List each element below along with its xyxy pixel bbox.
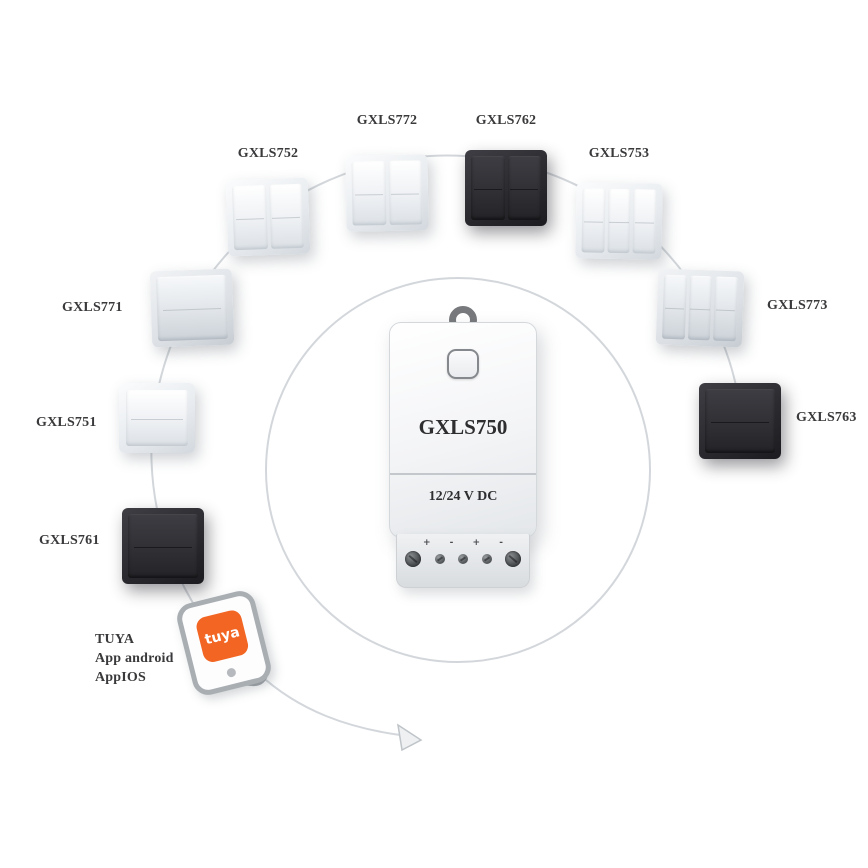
switch-gxls752 <box>225 177 311 257</box>
switch-rocker <box>607 188 631 254</box>
label-gxls761: GXLS761 <box>39 533 100 548</box>
app-label: TUYA App android AppIOS <box>95 630 174 687</box>
label-gxls763: GXLS763 <box>796 410 857 425</box>
switch-rocker <box>351 161 387 226</box>
pointer-triangle-icon <box>396 723 423 752</box>
label-gxls751: GXLS751 <box>36 415 97 430</box>
screw-icon <box>458 554 468 564</box>
phone-home-button-icon <box>225 667 237 679</box>
terminal-mark: - <box>449 538 454 548</box>
controller-circle <box>265 277 651 663</box>
switch-rocker <box>507 156 541 220</box>
controller-device: GXLS750 12/24 V DC + - + - <box>389 306 537 588</box>
terminal-mark: + <box>423 538 431 548</box>
switch-gxls763 <box>699 383 781 459</box>
switch-gxls762 <box>465 150 547 226</box>
switch-gxls761 <box>122 508 204 584</box>
terminal-mark: - <box>499 538 503 548</box>
pairing-button[interactable] <box>447 349 479 379</box>
switch-ring-arc <box>150 154 743 649</box>
controller-body: GXLS750 12/24 V DC <box>389 322 537 538</box>
terminal-mark: + <box>472 538 481 548</box>
label-gxls771: GXLS771 <box>62 300 123 315</box>
switch-rocker <box>128 514 198 578</box>
app-line-tuya: TUYA <box>95 632 135 647</box>
controller-divider <box>390 473 536 475</box>
switch-gxls773 <box>655 268 745 348</box>
terminal-block: + - + - <box>396 534 530 588</box>
switch-rocker <box>713 276 739 342</box>
switch-rocker <box>705 389 775 453</box>
switch-rocker <box>126 390 188 446</box>
switch-rocker <box>231 185 268 251</box>
terminal-screws <box>405 551 521 567</box>
label-gxls773: GXLS773 <box>767 298 828 313</box>
tuya-logo: tuya <box>194 608 251 665</box>
screw-icon <box>505 551 521 567</box>
screw-icon <box>434 554 445 564</box>
label-gxls752: GXLS752 <box>237 146 299 161</box>
label-gxls753: GXLS753 <box>588 146 650 161</box>
switch-rocker <box>268 183 305 249</box>
screw-icon <box>481 554 492 564</box>
controller-voltage-label: 12/24 V DC <box>428 489 498 504</box>
switch-rocker <box>471 156 505 220</box>
label-gxls762: GXLS762 <box>475 113 537 128</box>
switch-gxls753 <box>575 182 663 260</box>
switch-gxls772 <box>345 154 429 232</box>
phone-connector-line <box>257 672 401 736</box>
controller-model-label: GXLS750 <box>418 415 508 439</box>
switch-gxls771 <box>149 268 235 348</box>
switch-rocker <box>632 189 657 254</box>
switch-gxls751 <box>119 383 195 453</box>
terminal-marks: + - + - <box>423 538 503 548</box>
app-line-ios: AppIOS <box>95 670 147 685</box>
screw-icon <box>405 551 421 567</box>
switch-rocker <box>687 275 713 341</box>
label-gxls772: GXLS772 <box>356 113 418 128</box>
app-line-android: App android <box>95 651 174 666</box>
switch-rocker <box>661 274 687 340</box>
switch-rocker <box>581 188 606 253</box>
switch-rocker <box>387 160 423 225</box>
switch-rocker <box>155 274 229 342</box>
